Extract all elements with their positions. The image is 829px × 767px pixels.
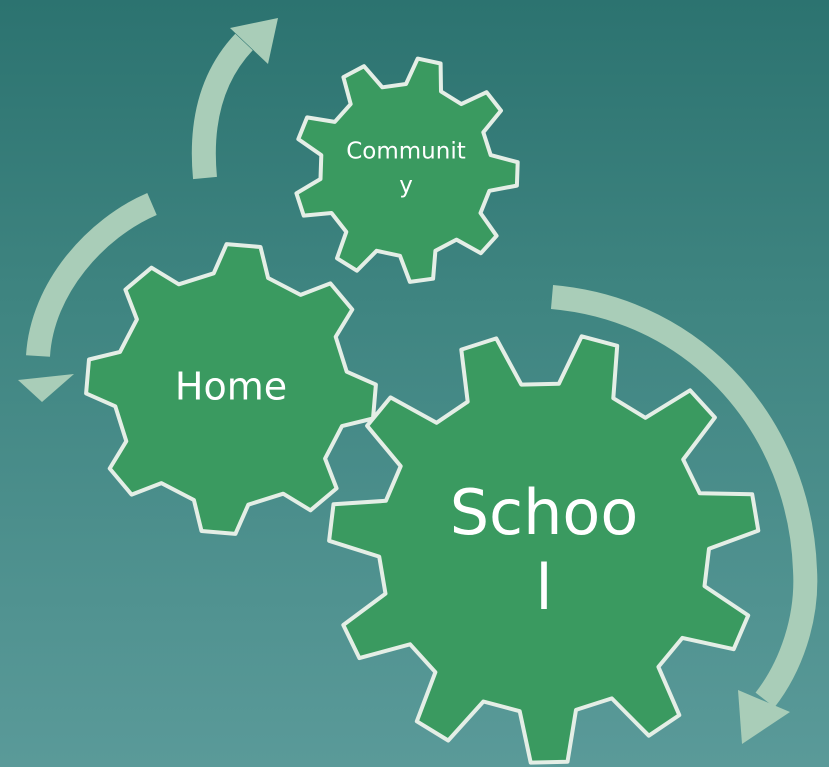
arrow-head (738, 690, 790, 744)
gear-home-label: Home (175, 365, 287, 409)
gear-community: Communit y (294, 56, 520, 284)
arrow-home-to-community (191, 18, 278, 180)
arrow-shaft (550, 285, 818, 708)
gear-community-body (294, 56, 520, 284)
gear-home-body (84, 242, 378, 536)
gear-community-label-line1: Communit (346, 139, 466, 165)
gear-school-body (327, 334, 761, 765)
arrow-school-cycle (550, 285, 818, 744)
arrow-head (18, 374, 74, 402)
gear-community-label-line2: y (399, 173, 413, 199)
arrow-community-to-home (18, 192, 157, 402)
gear-school-label-line2: l (535, 551, 552, 624)
gear-school-label-line1: Schoo (450, 476, 639, 549)
arrow-head (230, 18, 278, 64)
arrow-shaft (26, 192, 157, 358)
arrow-shaft (191, 33, 253, 180)
gear-school: Schoo l (327, 334, 761, 765)
gear-home: Home (84, 242, 378, 536)
